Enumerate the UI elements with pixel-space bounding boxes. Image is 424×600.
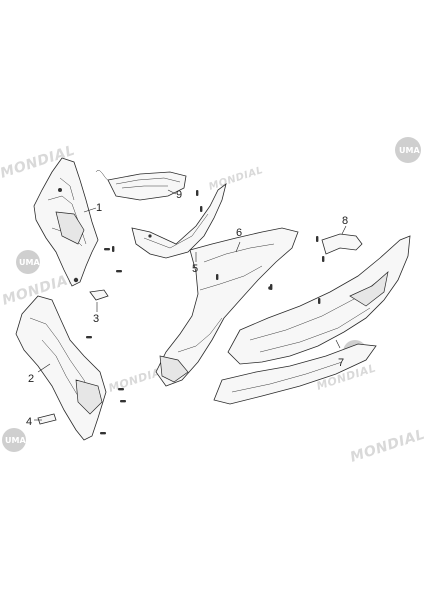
callout-4: 4 — [26, 416, 32, 428]
svg-text:UMA: UMA — [399, 146, 420, 155]
watermark-text-bottom-right: MONDIAL — [348, 427, 424, 466]
callout-9: 9 — [176, 189, 182, 201]
part-3-clip — [89, 289, 109, 301]
part-6-central-side-body — [155, 227, 299, 387]
part-5-inner-frame-panel — [131, 183, 227, 259]
callout-1: 1 — [96, 202, 102, 214]
uma-logo-top-right: UMA — [395, 137, 421, 163]
uma-logo-left: UMA — [16, 250, 40, 274]
callout-5: 5 — [192, 263, 198, 275]
uma-logo-bottom-left: UMA — [2, 428, 26, 452]
part-2-lower-front-panel — [15, 295, 107, 441]
svg-text:UMA: UMA — [5, 436, 26, 445]
part-4-pin — [37, 413, 57, 425]
callout-3: 3 — [93, 313, 99, 325]
part-8-clip-bracket — [321, 233, 363, 255]
watermark-text-top-right: MONDIAL — [208, 165, 265, 193]
hardware-screws — [86, 190, 325, 435]
part-9-bracket — [95, 170, 187, 201]
callouts: 1 2 3 4 5 6 7 8 9 — [26, 189, 348, 428]
part-1-front-cover — [33, 157, 99, 287]
callout-6: 6 — [236, 227, 242, 239]
svg-text:UMA: UMA — [19, 258, 40, 267]
callout-2: 2 — [28, 373, 34, 385]
callout-7: 7 — [338, 357, 344, 369]
callout-8: 8 — [342, 215, 348, 227]
